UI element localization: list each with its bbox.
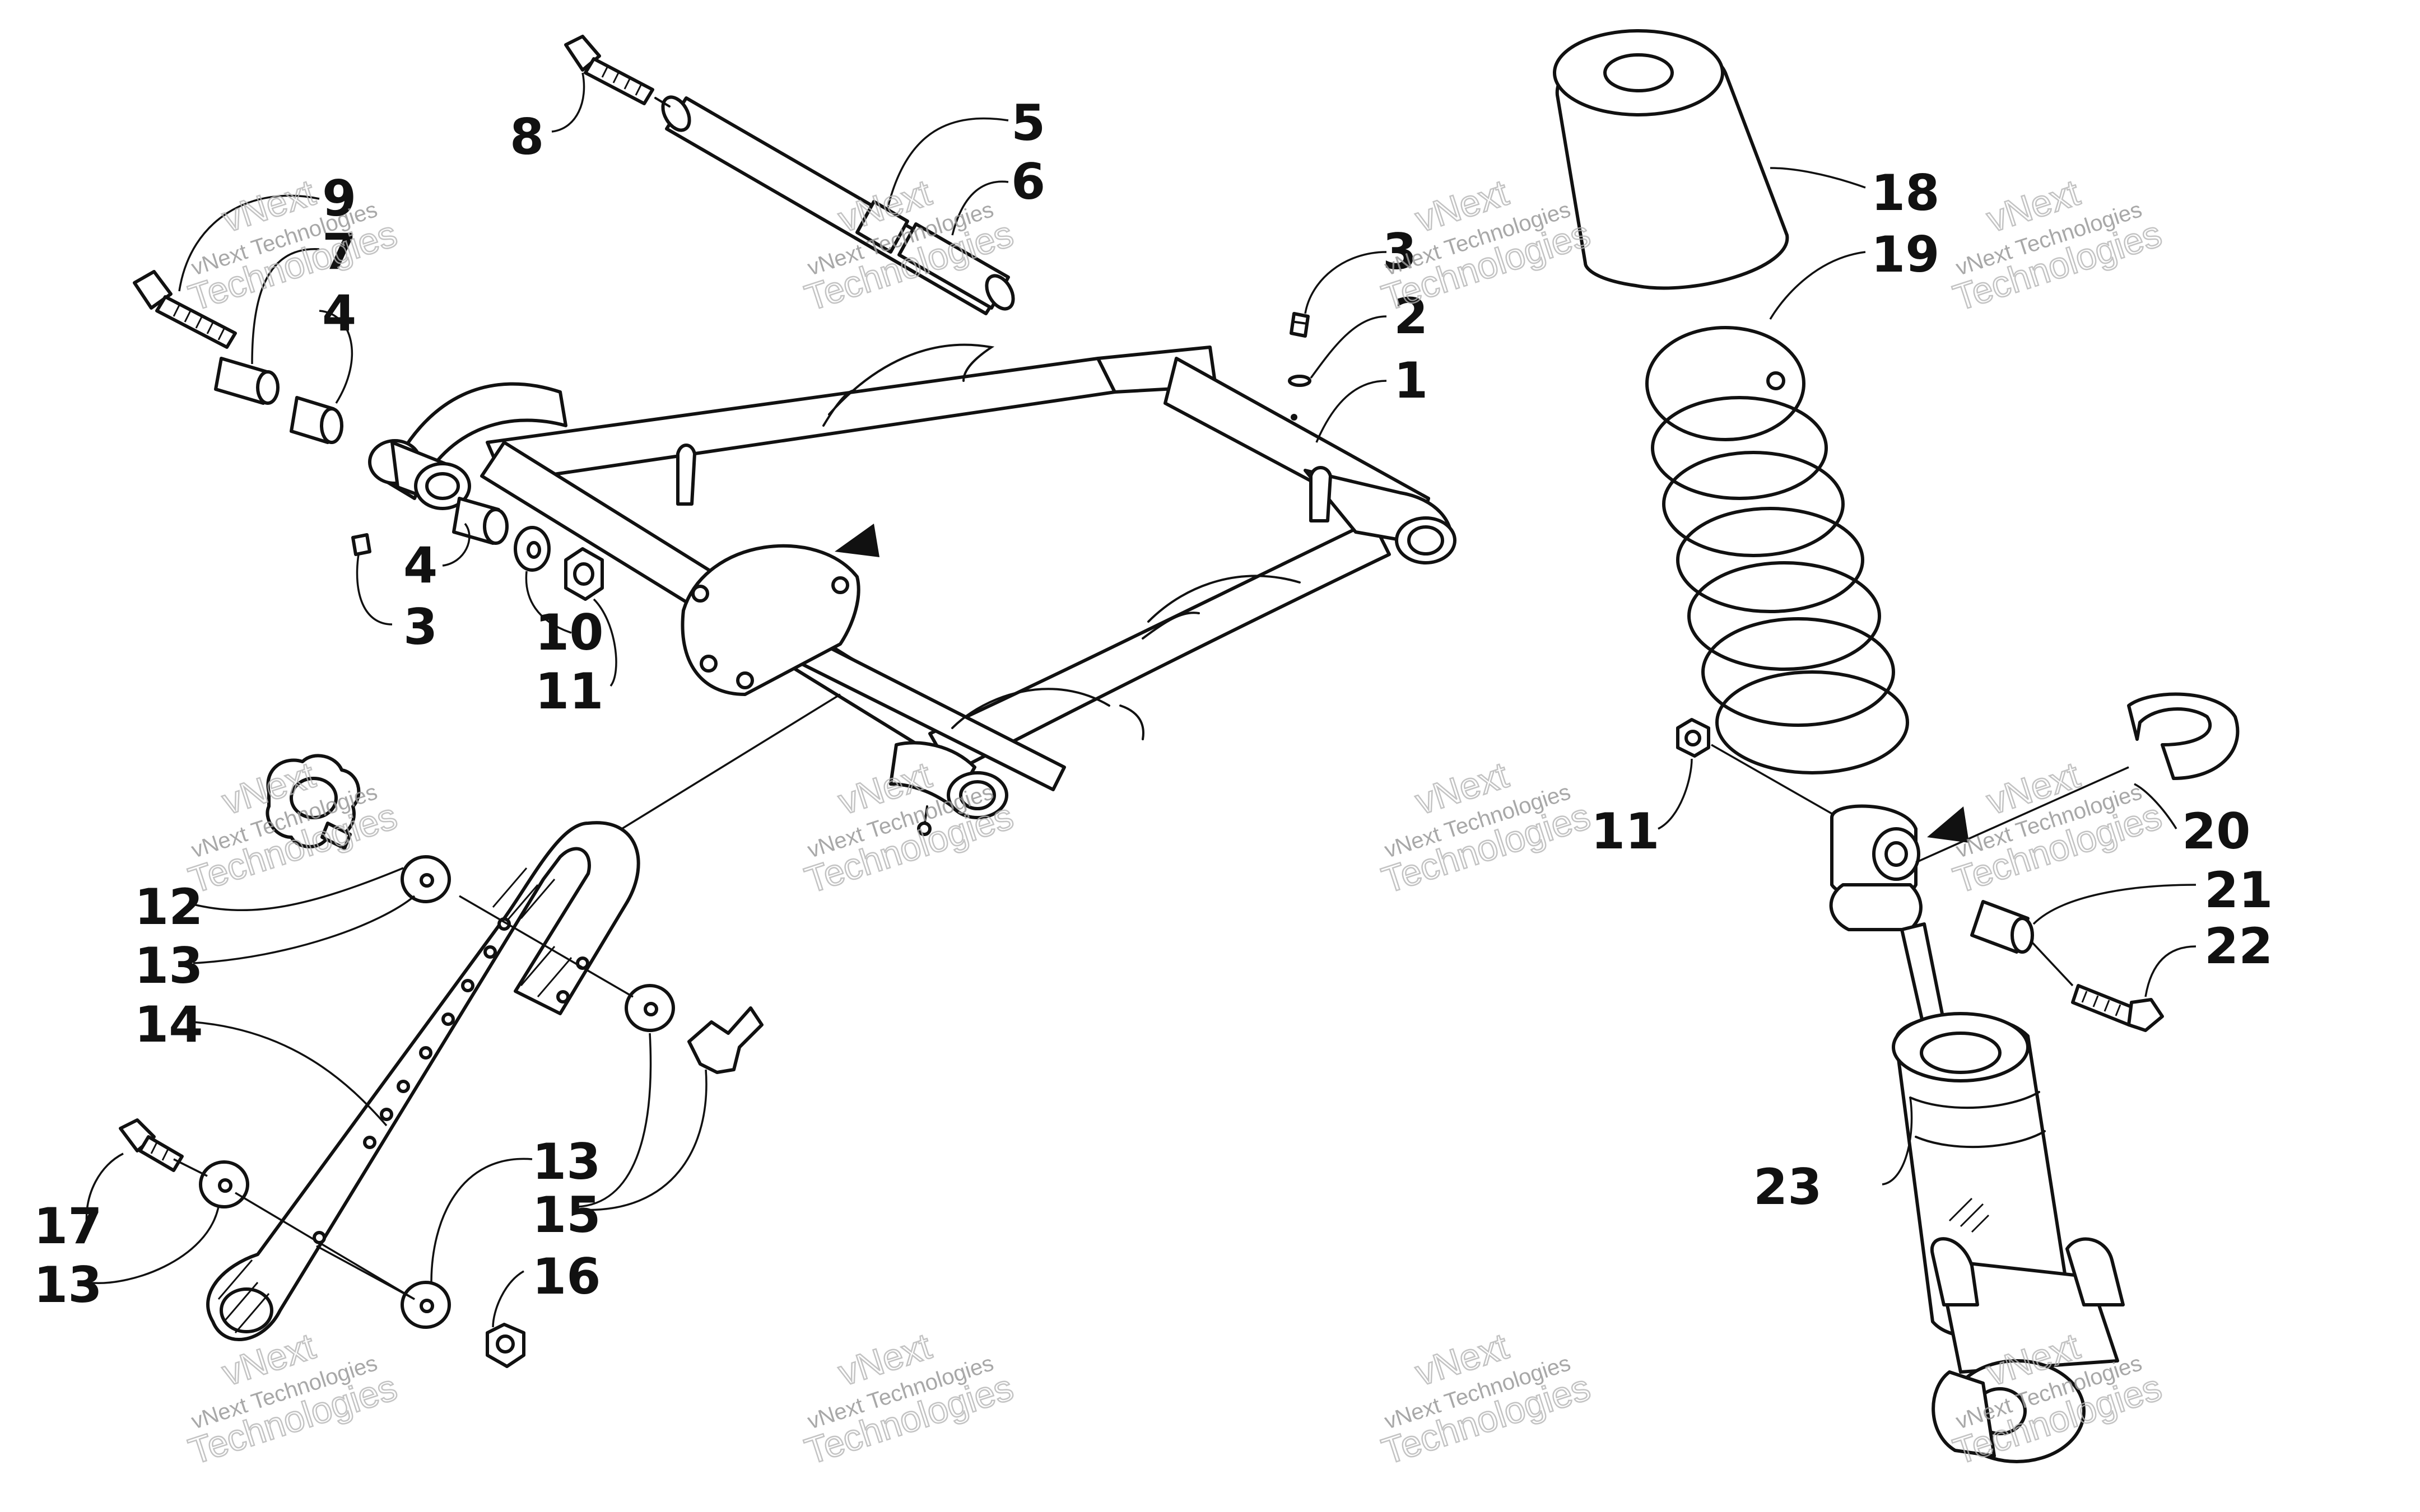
callout-3-top: 3 (1383, 223, 1417, 281)
callout-9: 9 (322, 170, 356, 227)
callout-21: 21 (2204, 861, 2273, 919)
spacer-21 (1970, 900, 2034, 954)
spring-cover-18 (1553, 29, 1789, 290)
direction-arrow-right (1927, 806, 1969, 843)
callout-18: 18 (1871, 164, 1939, 222)
spring-19 (1645, 326, 1909, 774)
axle-shaft (661, 95, 1015, 315)
callout-8: 8 (510, 108, 544, 166)
nut-11-left (564, 547, 604, 601)
watermark: vNext vNext Technologies Technologies (799, 1324, 1019, 1473)
callout-17: 17 (34, 1197, 102, 1255)
callout-3-left: 3 (403, 598, 438, 656)
shock-assembly (1553, 29, 2240, 1463)
callout-22: 22 (2204, 917, 2273, 975)
bolt-8 (564, 35, 671, 108)
callout-4-lower: 4 (403, 536, 438, 594)
bushing-7 (214, 357, 280, 405)
callout-1: 1 (1394, 352, 1428, 409)
callout-4-top: 4 (322, 284, 356, 342)
direction-arrow-left (835, 524, 879, 557)
callout-2: 2 (1394, 287, 1428, 345)
callout-16: 16 (532, 1248, 601, 1305)
strap-14 (206, 821, 640, 1342)
leader-lines (85, 72, 2196, 1328)
washer-13-lower-left (199, 1160, 249, 1208)
callout-11-right: 11 (1591, 802, 1659, 860)
callout-7: 7 (322, 223, 356, 281)
bushing-4-lower (452, 497, 509, 545)
watermark: vNext vNext Technologies Technologies (1948, 171, 2167, 319)
bolt-9 (133, 270, 237, 349)
washer-13-right (625, 984, 675, 1032)
washer-13-bottom (401, 1281, 451, 1329)
wing-nut-15 (687, 1006, 764, 1074)
bushing-20 (2127, 692, 2240, 780)
callout-13-middle: 13 (532, 1133, 601, 1191)
nut-16 (486, 1323, 525, 1368)
callout-19: 19 (1871, 226, 1939, 283)
callout-23: 23 (1753, 1158, 1822, 1216)
swing-arm-assembly (133, 35, 1456, 836)
callout-14: 14 (134, 996, 203, 1053)
watermark: vNext vNext Technologies Technologies (183, 753, 403, 902)
callout-labels: 1 2 3 3 4 4 5 6 7 8 9 10 11 11 12 13 13 … (34, 94, 2273, 1314)
callout-13-lower: 13 (34, 1256, 102, 1314)
callout-11-left: 11 (535, 662, 603, 720)
callout-20: 20 (2182, 802, 2250, 860)
callout-5: 5 (1011, 94, 1045, 152)
shock-absorber-23 (1829, 804, 2125, 1463)
watermark: vNext vNext Technologies Technologies (183, 171, 403, 319)
limiter-strap-assembly (119, 693, 841, 1368)
callout-6: 6 (1011, 153, 1045, 211)
bushing-4-top (290, 396, 343, 444)
callout-10: 10 (535, 604, 603, 661)
callout-15: 15 (532, 1186, 601, 1244)
washer-10 (514, 526, 551, 572)
knob-12 (266, 754, 361, 850)
callout-12: 12 (134, 878, 203, 936)
watermark: vNext vNext Technologies Technologies (1376, 753, 1596, 902)
watermark: vNext vNext Technologies Technologies (183, 1324, 403, 1473)
watermark: vNext vNext Technologies Technologies (1376, 1324, 1596, 1473)
bolt-17 (119, 1118, 184, 1172)
swing-arm-frame (368, 343, 1456, 836)
nut-11-right (1676, 718, 1710, 758)
grease-fitting-3-left (351, 533, 371, 556)
washer-13-upper-left (401, 855, 451, 903)
callout-13-upper: 13 (134, 937, 203, 995)
bolt-22 (2071, 984, 2164, 1032)
grease-fitting-3 (1288, 312, 1311, 421)
